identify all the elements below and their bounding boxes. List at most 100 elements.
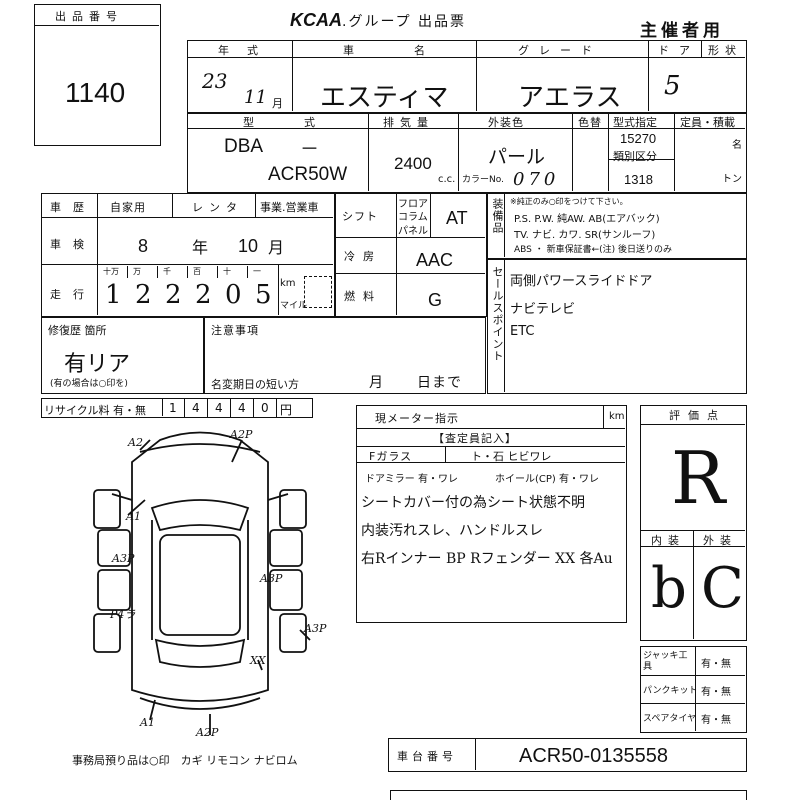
mileage-place-2: 千: [163, 267, 171, 276]
exterior-value: C: [701, 556, 744, 621]
repair-box: 修復歴 箇所 有リア (有の場合は○印を): [41, 317, 204, 394]
color-value: パール: [488, 146, 546, 168]
mileage-digit-3: 2: [195, 280, 212, 310]
organizer-label: 主催者用: [640, 21, 724, 41]
color-no-label: カラーNo.: [462, 175, 504, 185]
year-label: 年式: [218, 44, 276, 57]
mileage-digit-2: 2: [165, 280, 182, 310]
displacement-unit: c.c.: [438, 174, 456, 185]
chassis-box: 車台番号 ACR50-0135558: [388, 738, 747, 772]
color-no-value: 070: [513, 169, 560, 190]
history-table: 車歴 自家用 レンタ 事業.営業車 車検 8 年 10 月 走行 km マイル: [41, 193, 335, 317]
recycle-digit-4: 0: [261, 401, 269, 415]
jack-label: ジャッキ工具: [643, 651, 688, 672]
displacement-label: 排気量: [383, 116, 434, 129]
mileage-digit-1: 2: [135, 280, 152, 310]
history-private: 自家用: [110, 201, 146, 214]
mileage-digit-0: 1: [105, 280, 122, 310]
history-rental: レンタ: [192, 201, 243, 214]
model-prefix: DBA: [224, 136, 264, 157]
header-title: KCAA.グループ 出品票: [290, 10, 467, 30]
displacement-value: 2400: [394, 154, 432, 173]
mileage-place-5: 一: [253, 267, 261, 276]
inspection-month-unit: 月: [268, 238, 286, 257]
mileage-place-3: 百: [193, 267, 201, 276]
history-label: 車歴: [50, 201, 96, 214]
car-name-value: エスティマ: [320, 83, 449, 113]
class-label: 類別区分: [613, 150, 657, 163]
doors-label: ドア: [658, 44, 700, 57]
recolor-label: 色替: [578, 116, 602, 129]
lot-number-label: 出品番号: [55, 10, 123, 23]
rating-box: 評価点 R 内装 外装 b C: [640, 405, 747, 641]
inspector-comment-2: 内装汚れスレ、ハンドルスレ: [361, 523, 543, 539]
rating-value: R: [671, 436, 726, 520]
rating-label: 評価点: [669, 409, 726, 422]
shift-table: シフト フロア コラム パネル AT 冷房 AAC 燃料 G: [335, 193, 487, 317]
equipment-line1: P.S. P.W. 純AW. AB(エアバック): [514, 214, 660, 225]
glass-options: ト・石 ヒビワレ: [471, 450, 552, 463]
capacity-label: 定員・積載: [680, 116, 735, 129]
puncture-value: 有・無: [701, 687, 731, 698]
inspection-year: 8: [138, 236, 149, 256]
sales-point-3: ETC: [510, 324, 535, 339]
mileage-label: 走行: [50, 288, 96, 301]
deadline-label: 名変期日の短い方: [211, 378, 299, 391]
ac-value: AAC: [416, 250, 454, 270]
equipment-line3: ABS ・ 新車保証書←(注) 後日送りのみ: [514, 245, 673, 255]
capacity-unit-tons: トン: [722, 174, 742, 185]
equipment-line2: TV. ナビ. カワ. SR(サンルーフ): [514, 230, 656, 241]
shift-floor: フロア: [398, 199, 428, 210]
damage-mark-5: A3P: [304, 622, 327, 635]
chassis-label: 車台番号: [397, 750, 457, 763]
fuel-label: 燃料: [344, 290, 382, 303]
deadline-month: 月: [369, 375, 384, 391]
class-value: 1318: [624, 172, 653, 187]
recycle-digit-3: 4: [238, 401, 246, 415]
notes-box: 注意事項 名変期日の短い方 月 日まで: [204, 317, 486, 394]
model-dash: －: [300, 139, 320, 160]
tools-box: ジャッキ工具 有・無 パンクキット 有・無 スペアタイヤ 有・無: [640, 646, 747, 733]
spare-value: 有・無: [701, 715, 731, 726]
damage-mark-8: A1: [140, 716, 155, 729]
mileage-place-1: 万: [133, 267, 141, 276]
shift-value: AT: [446, 208, 468, 228]
mileage-unit-mile: マイル: [280, 301, 308, 311]
inspector-box: 現メーター指示 km 【査定員記入】 Fガラス ト・石 ヒビワレ ドアミラー 有…: [356, 405, 627, 623]
type-spec-value: 15270: [620, 131, 657, 146]
inspection-year-unit: 年: [192, 238, 210, 257]
interior-value: b: [651, 556, 687, 621]
jack-value: 有・無: [701, 659, 731, 670]
damage-mark-1: A2P: [230, 428, 253, 441]
meter-label: 現メーター指示: [375, 412, 459, 425]
mileage-place-0: 十万: [103, 267, 119, 276]
month-unit: 月: [272, 97, 283, 110]
sales-points-box: セールスポイント 両側パワースライドドア ナビテレビ ETC: [487, 259, 747, 394]
spare-label: スペアタイヤ: [643, 714, 697, 724]
mileage-digit-4: 0: [225, 280, 242, 310]
deadline-day: 日まで: [417, 375, 462, 391]
inspector-comment-1: シートカバー付の為シート状態不明: [361, 495, 585, 511]
damage-mark-7: XX: [250, 654, 266, 667]
color-label: 外装色: [488, 116, 524, 129]
sales-point-1: 両側パワースライドドア: [510, 274, 653, 289]
recycle-box: リサイクル料 有・無: [41, 398, 313, 418]
year-value: 23: [202, 69, 228, 93]
lot-number-box: 出品番号 1140: [34, 4, 161, 146]
damage-mark-0: A2: [128, 436, 143, 449]
recycle-digit-1: 4: [192, 401, 200, 415]
history-commercial: 事業.営業車: [260, 201, 319, 214]
mileage-digit-5: 5: [255, 280, 272, 310]
capacity-unit-persons: 名: [732, 140, 742, 151]
car-name-label: 車名: [343, 44, 485, 57]
lot-number: 1140: [65, 77, 126, 108]
damage-mark-3: A3P: [112, 552, 135, 565]
interior-label: 内装: [651, 534, 685, 547]
shift-panel: パネル: [398, 226, 428, 237]
sales-point-2: ナビテレビ: [510, 302, 576, 317]
chassis-value: ACR50-0135558: [519, 745, 668, 767]
inspector-comment-3: 右Rインナー BP Rフェンダー XX 各Au: [361, 551, 613, 567]
mirror-label: ドアミラー 有・ワレ: [365, 474, 458, 485]
recycle-unit: 円: [280, 403, 293, 417]
